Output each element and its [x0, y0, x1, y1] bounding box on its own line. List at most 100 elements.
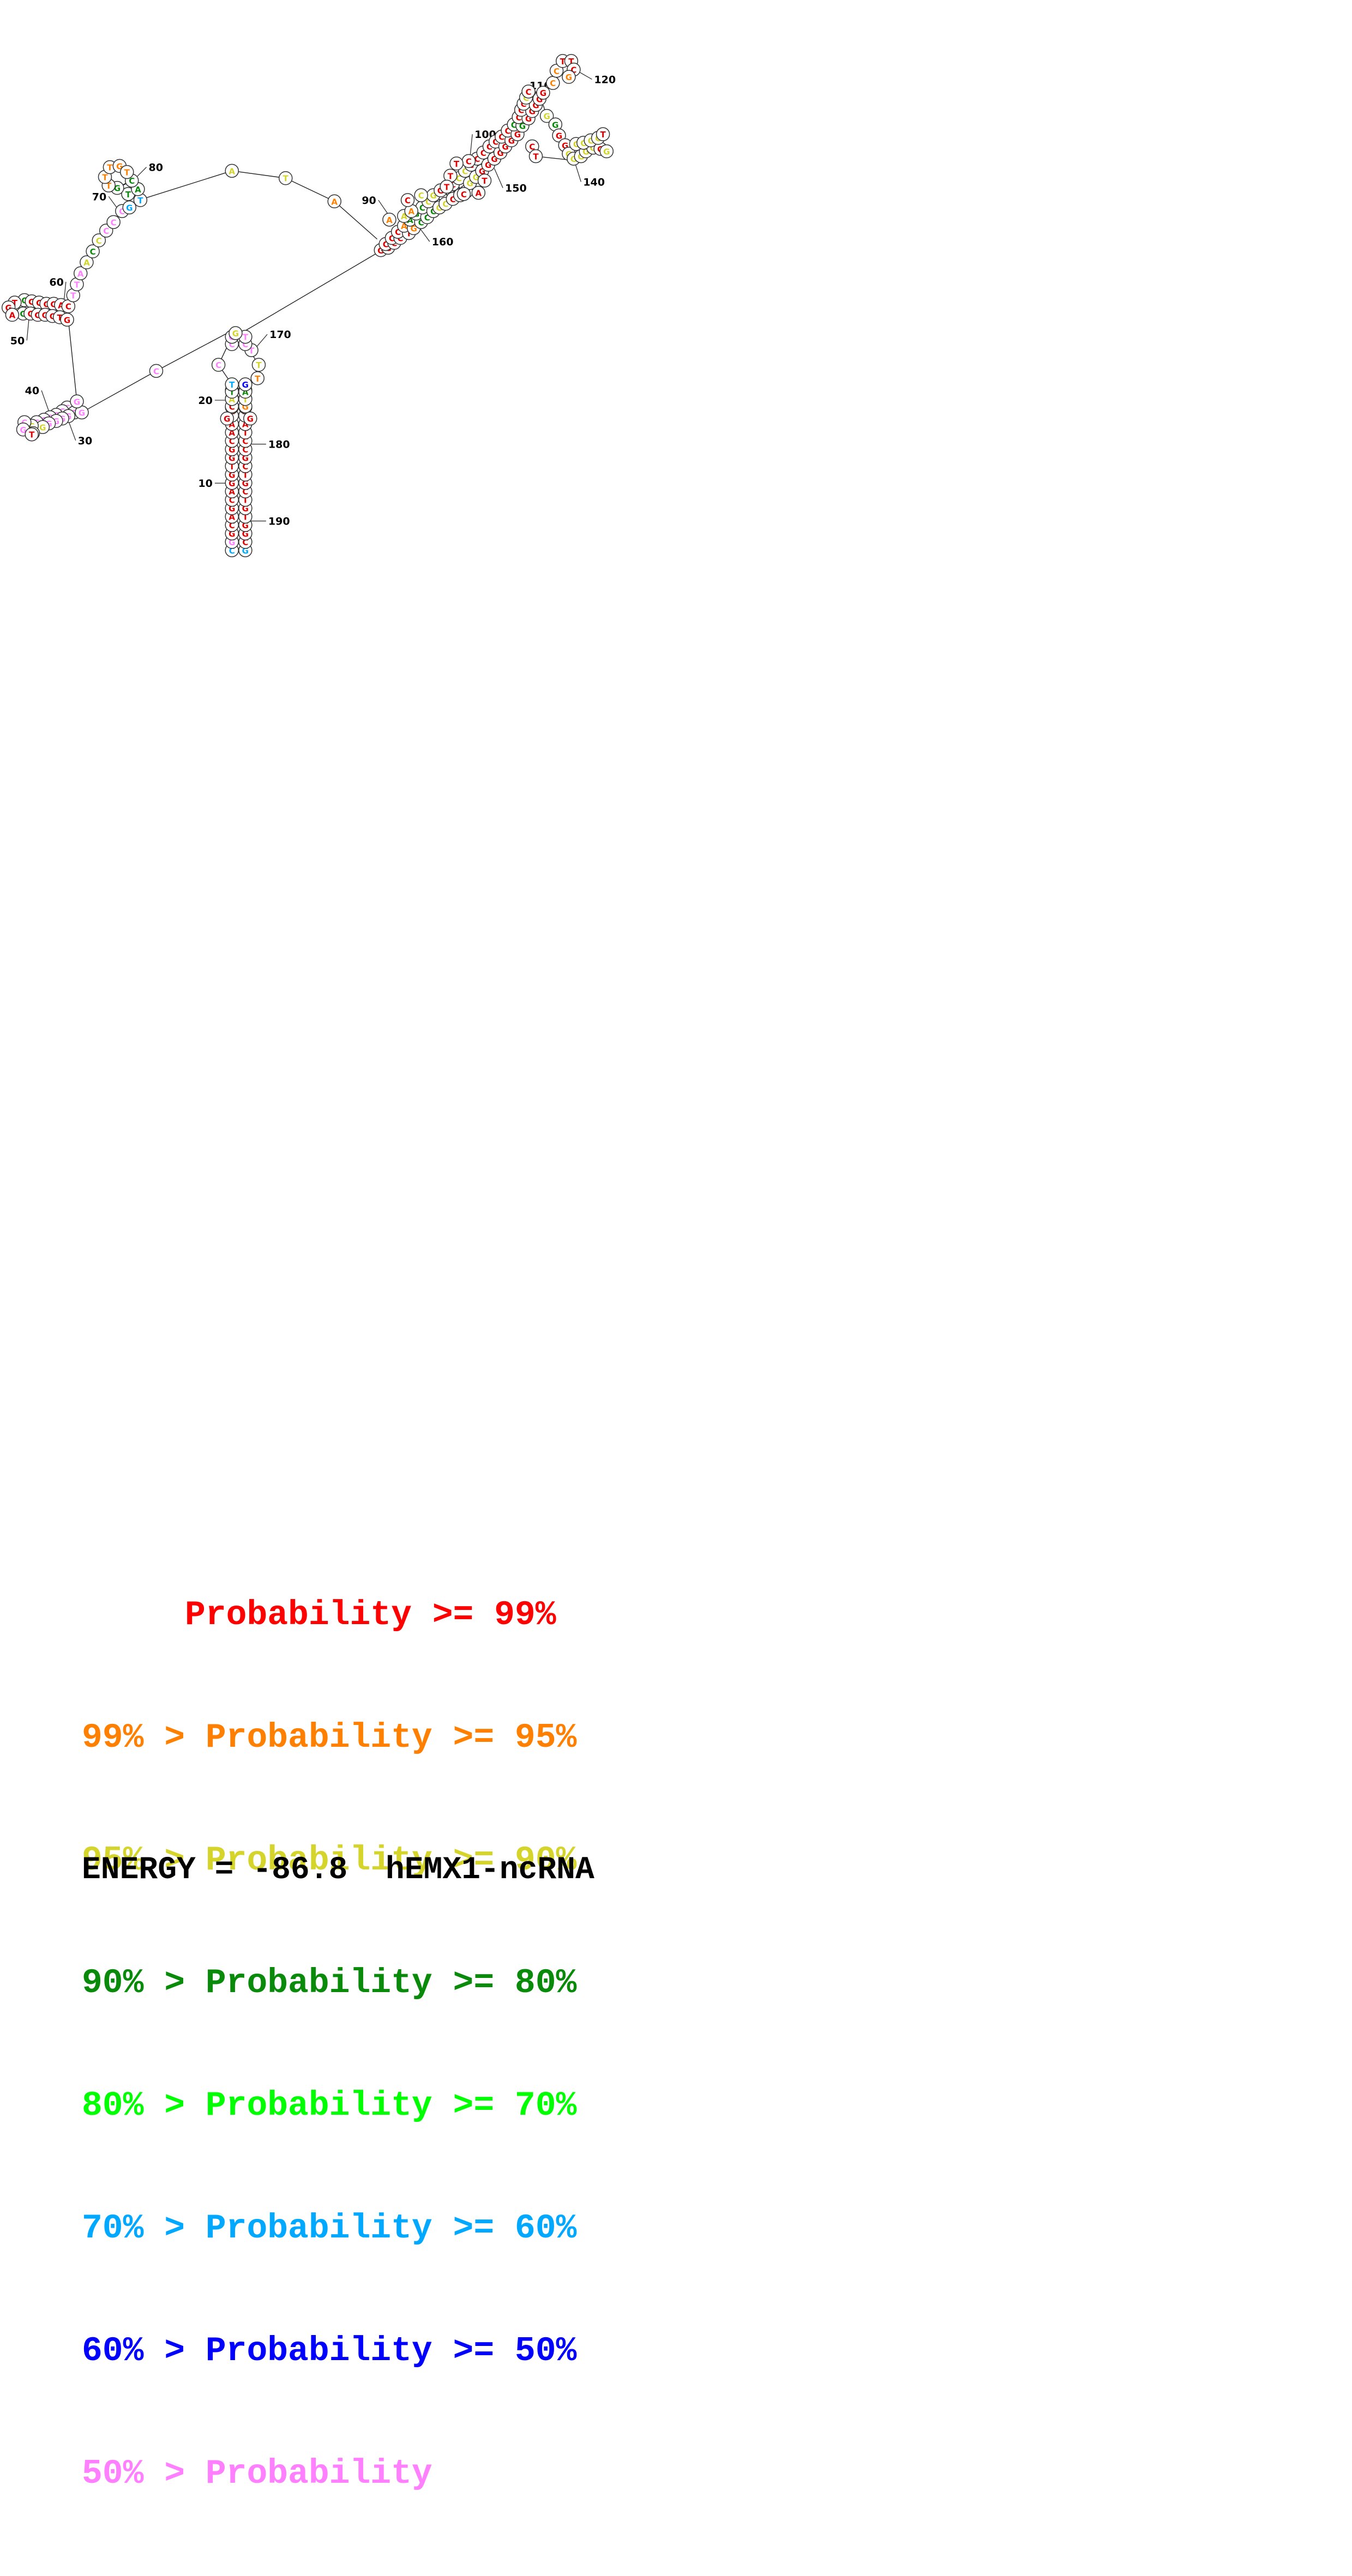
nucleotide-letter: T [243, 512, 249, 522]
nucleotide-circle [251, 358, 266, 372]
nucleotide-letter: C [27, 309, 33, 319]
legend-entry-50: 60% > Probability >= 50% [82, 2332, 577, 2370]
position-label-40: 40 [25, 385, 39, 397]
nucleotide-letter: G [514, 130, 521, 140]
nucleotide-letter: G [74, 397, 80, 407]
nucleotide-letter: C [505, 126, 511, 136]
nucleotide-circle [220, 411, 235, 426]
legend-entry-60: 70% > Probability >= 60% [82, 2209, 577, 2248]
nucleotide-upper-3p: G [238, 377, 253, 391]
nucleotide-letter: C [442, 200, 448, 209]
nucleotide-inner-loop: T [440, 179, 454, 194]
nucleotide-letter: T [137, 196, 143, 206]
nucleotide-circle [25, 427, 39, 442]
nucleotide-letter: C [398, 233, 404, 243]
nucleotide-circle [477, 173, 492, 188]
nucleotide-letter: T [243, 395, 249, 405]
nucleotide-circle [5, 307, 20, 322]
nucleotide-letter: T [568, 57, 574, 67]
nucleotide-left-loop: T [25, 427, 39, 442]
nucleotide-letter: C [229, 521, 235, 530]
nucleotide-letter: C [44, 299, 50, 309]
nucleotide-loop: G [229, 326, 243, 340]
nucleotide-letter: C [395, 227, 401, 237]
energy-label: ENERGY = [82, 1853, 234, 1888]
nucleotide-circle [92, 233, 106, 248]
nucleotide-letter: C [486, 142, 492, 152]
nucleotide-letter: T [229, 462, 235, 472]
nucleotide-letter: C [242, 487, 248, 497]
nucleotide-circle [149, 364, 164, 378]
nucleotide-letter: G [39, 423, 46, 432]
nucleotide-circle [60, 312, 74, 327]
nucleotide-circle [122, 200, 136, 215]
nucleotide-letter: A [77, 269, 84, 279]
rna-secondary-structure-diagram: 1020304050607080901001101201401501601701… [1, 54, 616, 558]
nucleotide-letter: C [96, 236, 102, 246]
position-label-170: 170 [269, 329, 291, 341]
nucleotide-letter: T [124, 168, 130, 178]
nucleotide-letter: T [57, 313, 63, 323]
nucleotide-circle [440, 179, 454, 194]
nucleotide-circle [86, 244, 100, 258]
position-ticks: 1020304050607080901001101201401501601701… [10, 69, 616, 528]
nucleotide-letter: A [408, 207, 414, 216]
nucleotide-circle [250, 371, 265, 385]
legend-entry-90: 95% > Probability >= 90% [82, 1841, 577, 1880]
nucleotide-circle [539, 108, 554, 123]
nucleotide-letter: C [229, 437, 235, 447]
nucleotide-letter: C [405, 196, 411, 206]
nucleotide-circle [80, 255, 94, 269]
nucleotide-top-5p: C [521, 85, 536, 99]
position-label-160: 160 [432, 236, 454, 248]
nucleotide-loop: T [251, 358, 266, 372]
nucleotide-letter: G [556, 131, 562, 141]
nucleotide-letter: T [243, 470, 249, 480]
nucleotide-letter: C [242, 340, 248, 349]
nucleotide-circle [456, 187, 471, 201]
nucleotide-top-loop: C [546, 76, 560, 90]
nucleotide-letter: G [543, 112, 550, 122]
nucleotide-letter: C [450, 195, 456, 204]
nucleotide-letter: C [418, 218, 424, 227]
backbone-segment [245, 250, 382, 331]
nucleotide-letter: G [247, 414, 254, 424]
nucleotide-letter: G [224, 414, 230, 424]
nucleotide-inner-loop: C [400, 193, 415, 207]
nucleotide-letter: C [456, 174, 462, 184]
nucleotide-letter: C [419, 203, 425, 213]
backbone-segment [68, 319, 77, 402]
nucleotide-letter: G [64, 315, 70, 325]
position-label-190: 190 [268, 516, 290, 528]
legend-entry-80: 90% > Probability >= 80% [82, 1964, 577, 2002]
position-label-120: 120 [594, 74, 616, 86]
nucleotide-g-loop-left: G [220, 411, 235, 426]
nucleotide-arc: C [86, 244, 100, 258]
nucleotide-letter: C [119, 207, 125, 216]
nucleotide-letter: T [560, 57, 566, 67]
nucleotide-arc: C [106, 215, 121, 230]
backbone-segment [142, 170, 232, 200]
nucleotide-branch: T [596, 127, 610, 141]
nucleotide-letter: T [106, 181, 112, 191]
nucleotide-letter: C [554, 67, 560, 76]
nucleotide-letter: C [242, 462, 248, 472]
nucleotide-letter: C [570, 65, 576, 75]
nucleotide-circle [528, 149, 543, 164]
nucleotide-letter: C [153, 366, 159, 376]
position-label-70: 70 [92, 191, 106, 203]
nucleotide-letter: G [20, 425, 26, 435]
nucleotide-letter: C [65, 302, 71, 312]
position-label-60: 60 [49, 276, 63, 288]
nucleotide-inner-loop: C [414, 188, 428, 202]
backbone-segment [81, 370, 157, 413]
nucleotide-loop: T [250, 371, 265, 385]
backbone-segment [334, 201, 378, 240]
nucleotide-letter: A [386, 215, 393, 225]
nucleotide-letter: T [243, 333, 249, 342]
nucleotide-branch: T [528, 149, 543, 164]
nucleotide-arc: T [70, 277, 84, 292]
nucleotide-circle [414, 188, 428, 202]
nucleotide-letter: T [243, 428, 249, 438]
position-label-140: 140 [583, 176, 605, 188]
